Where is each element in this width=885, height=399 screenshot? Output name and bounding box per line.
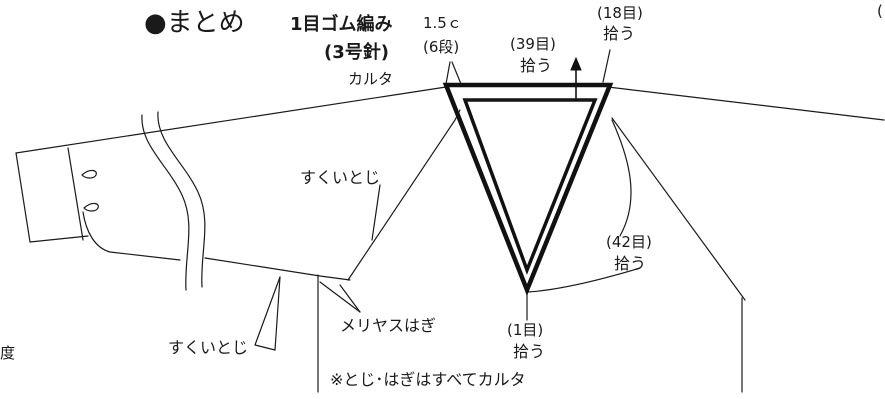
sleeve-bottom-line <box>204 257 351 281</box>
right-shoulder-line <box>607 86 885 121</box>
side-pickup-label: 拾う <box>614 254 647 273</box>
leader-rib-1 <box>445 61 451 85</box>
leader-center <box>526 267 641 293</box>
back-pickup-label: 拾う <box>520 56 553 75</box>
left-edge-fragment: 度 <box>0 344 16 362</box>
shoulder-pointer-2 <box>339 284 361 313</box>
raglan-seam-label: すくいとじ <box>300 168 381 187</box>
raglan-seam-right <box>611 117 746 301</box>
side-seam-line <box>254 276 281 351</box>
rib-needle-label: (3号針) <box>324 42 389 63</box>
center-pickup-label: 拾う <box>513 342 546 361</box>
page-title: ●まとめ <box>144 8 245 38</box>
side-seam-label: すくいとじ <box>168 338 249 357</box>
method-note: ※とじ･はぎはすべてカルタ <box>330 370 526 389</box>
raglan-seam-left <box>347 109 461 281</box>
pickup-arrow <box>570 56 582 100</box>
right-edge-fragment: ( <box>877 2 883 20</box>
button-2 <box>83 202 99 212</box>
cuff-bottom-curve <box>82 211 181 261</box>
top-pickup-label: 拾う <box>603 24 636 43</box>
vneck-outer <box>442 82 614 297</box>
rib-stitch-label: 1目ゴム編み <box>290 14 393 35</box>
rib-method-label: カルタ <box>348 70 394 88</box>
cuff-outline <box>15 152 89 243</box>
shoulder-pointer-1 <box>319 281 361 313</box>
leader-rib-2 <box>451 61 462 85</box>
center-pickup-count: (1目) <box>507 321 544 339</box>
side-pickup-count: (42目) <box>606 233 652 251</box>
rib-width-label: 1.5ｃ <box>423 14 462 32</box>
side-seam-v <box>274 276 281 351</box>
top-pickup-count: (18目) <box>597 4 643 22</box>
button-1 <box>81 169 97 179</box>
break-line-1 <box>141 114 190 291</box>
leader-top <box>602 49 611 83</box>
back-pickup-count: (39目) <box>510 35 556 53</box>
cuff-seam <box>67 147 84 241</box>
break-line-2 <box>157 111 206 288</box>
rib-rows-label: (6段) <box>423 38 460 56</box>
leader-raglan <box>371 184 381 241</box>
sleeve-top-line <box>15 86 447 154</box>
shoulder-seam-label: メリヤスはぎ <box>340 316 437 335</box>
leader-side <box>611 119 632 237</box>
